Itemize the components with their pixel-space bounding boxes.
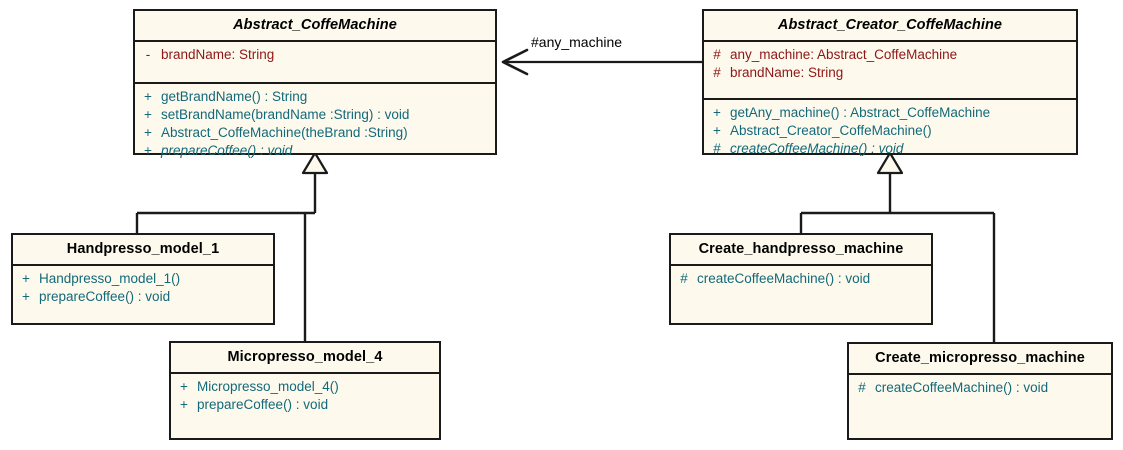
class-handpresso-model-1[interactable]: Handpresso_model_1 + Handpresso_model_1(…: [11, 233, 275, 325]
method-signature: Abstract_Creator_CoffeMachine(): [730, 122, 932, 138]
visibility-marker: #: [713, 64, 721, 80]
methods-compartment-micropresso-model-4: + Micropresso_model_4() + prepareCoffee(…: [171, 371, 439, 418]
visibility-marker: +: [713, 104, 721, 120]
method-row: # createCoffeeMachine() : void: [704, 140, 1076, 158]
visibility-marker: +: [144, 88, 152, 104]
method-row: + Abstract_Creator_CoffeMachine(): [704, 122, 1076, 140]
method-signature: createCoffeeMachine() : void: [697, 270, 871, 286]
class-name-micropresso-model-4: Micropresso_model_4: [227, 349, 383, 365]
class-name-abstract-creator-coffemachine: Abstract_Creator_CoffeMachine: [777, 17, 1003, 33]
attribute-row: - brandName: String: [135, 46, 495, 64]
association-any-machine-connector: [501, 48, 702, 76]
method-signature: getBrandName() : String: [161, 88, 308, 104]
class-abstract-coffemachine[interactable]: Abstract_CoffeMachine - brandName: Strin…: [133, 9, 497, 158]
method-signature: prepareCoffee() : void: [39, 288, 171, 304]
attribute-row: # any_machine: Abstract_CoffeMachine: [704, 46, 1076, 64]
method-row: # createCoffeeMachine() : void: [849, 379, 1111, 397]
visibility-marker: -: [145, 46, 151, 62]
association-label-any-machine: #any_machine: [531, 34, 623, 50]
visibility-marker: +: [180, 396, 188, 412]
method-row: + setBrandName(brandName :String) : void: [135, 106, 495, 124]
method-row: + getBrandName() : String: [135, 88, 495, 106]
attribute-signature: any_machine: Abstract_CoffeMachine: [730, 46, 958, 62]
class-name-create-micropresso-machine: Create_micropresso_machine: [875, 350, 1085, 366]
visibility-marker: +: [22, 270, 30, 286]
class-abstract-creator-coffemachine[interactable]: Abstract_Creator_CoffeMachine # any_mach…: [702, 9, 1078, 156]
class-name-handpresso-model-1: Handpresso_model_1: [66, 241, 220, 257]
method-signature: Handpresso_model_1(): [39, 270, 181, 286]
method-signature: prepareCoffee() : void: [161, 142, 293, 158]
method-signature: getAny_machine() : Abstract_CoffeMachine: [730, 104, 991, 120]
method-row: + Handpresso_model_1(): [13, 270, 273, 288]
class-micropresso-model-4[interactable]: Micropresso_model_4 + Micropresso_model_…: [169, 341, 441, 440]
attribute-signature: brandName: String: [161, 46, 275, 62]
method-signature: Micropresso_model_4(): [197, 378, 339, 394]
class-name-create-handpresso-machine: Create_handpresso_machine: [698, 241, 904, 257]
attributes-compartment-abstract-coffemachine: - brandName: String: [135, 39, 495, 82]
methods-compartment-handpresso-model-1: + Handpresso_model_1() + prepareCoffee()…: [13, 263, 273, 310]
visibility-marker: #: [680, 270, 688, 286]
method-signature: Abstract_CoffeMachine(theBrand :String): [161, 124, 408, 140]
method-row: + Micropresso_model_4(): [171, 378, 439, 396]
attribute-row: # brandName: String: [704, 64, 1076, 82]
method-row: + prepareCoffee() : void: [135, 142, 495, 160]
visibility-marker: +: [713, 122, 721, 138]
methods-compartment-create-micropresso-machine: # createCoffeeMachine() : void: [849, 372, 1111, 401]
methods-compartment-create-handpresso-machine: # createCoffeeMachine() : void: [671, 263, 931, 292]
class-create-handpresso-machine[interactable]: Create_handpresso_machine # createCoffee…: [669, 233, 933, 325]
visibility-marker: +: [180, 378, 188, 394]
method-row: + getAny_machine() : Abstract_CoffeMachi…: [704, 104, 1076, 122]
class-create-micropresso-machine[interactable]: Create_micropresso_machine # createCoffe…: [847, 342, 1113, 440]
method-row: # createCoffeeMachine() : void: [671, 270, 931, 288]
attribute-signature: brandName: String: [730, 64, 844, 80]
method-signature: createCoffeeMachine() : void: [875, 379, 1049, 395]
visibility-marker: +: [144, 106, 152, 122]
method-signature: setBrandName(brandName :String) : void: [161, 106, 410, 122]
method-signature: createCoffeeMachine() : void: [730, 140, 904, 156]
visibility-marker: #: [713, 140, 721, 156]
visibility-marker: +: [22, 288, 30, 304]
visibility-marker: +: [144, 142, 152, 158]
method-row: + prepareCoffee() : void: [13, 288, 273, 306]
method-signature: prepareCoffee() : void: [197, 396, 329, 412]
visibility-marker: +: [144, 124, 152, 140]
visibility-marker: #: [858, 379, 866, 395]
class-name-abstract-coffemachine: Abstract_CoffeMachine: [233, 17, 397, 33]
method-row: + prepareCoffee() : void: [171, 396, 439, 414]
methods-compartment-abstract-coffemachine: + getBrandName() : String + setBrandName…: [135, 81, 495, 164]
attributes-compartment-abstract-creator-coffemachine: # any_machine: Abstract_CoffeMachine # b…: [704, 39, 1076, 98]
visibility-marker: #: [713, 46, 721, 62]
method-row: + Abstract_CoffeMachine(theBrand :String…: [135, 124, 495, 142]
methods-compartment-abstract-creator-coffemachine: + getAny_machine() : Abstract_CoffeMachi…: [704, 97, 1076, 162]
